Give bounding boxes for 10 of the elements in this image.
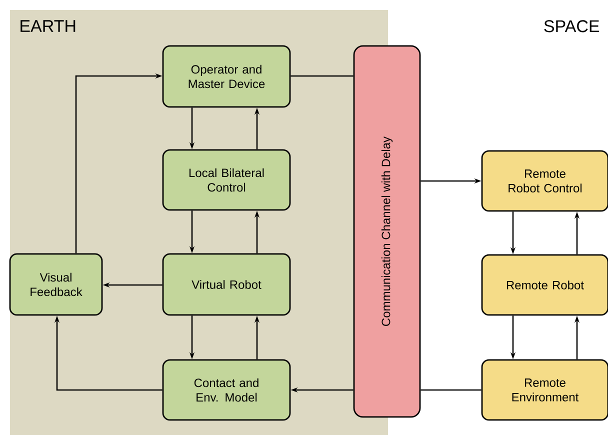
process-box: Operator and Master Device <box>162 45 291 108</box>
process-box: Contact and Env. Model <box>162 359 291 421</box>
process-box: Remote Robot <box>481 254 608 316</box>
process-box: Remote Robot Control <box>481 150 608 212</box>
region-label: SPACE <box>544 20 600 32</box>
process-box: Remote Environment <box>481 359 608 421</box>
process-box: Visual Feedback <box>9 253 103 316</box>
process-box: Virtual Robot <box>162 253 291 316</box>
channel-bar: Communication Channel with Delay <box>353 45 421 418</box>
process-box: Local Bilateral Control <box>162 149 291 211</box>
